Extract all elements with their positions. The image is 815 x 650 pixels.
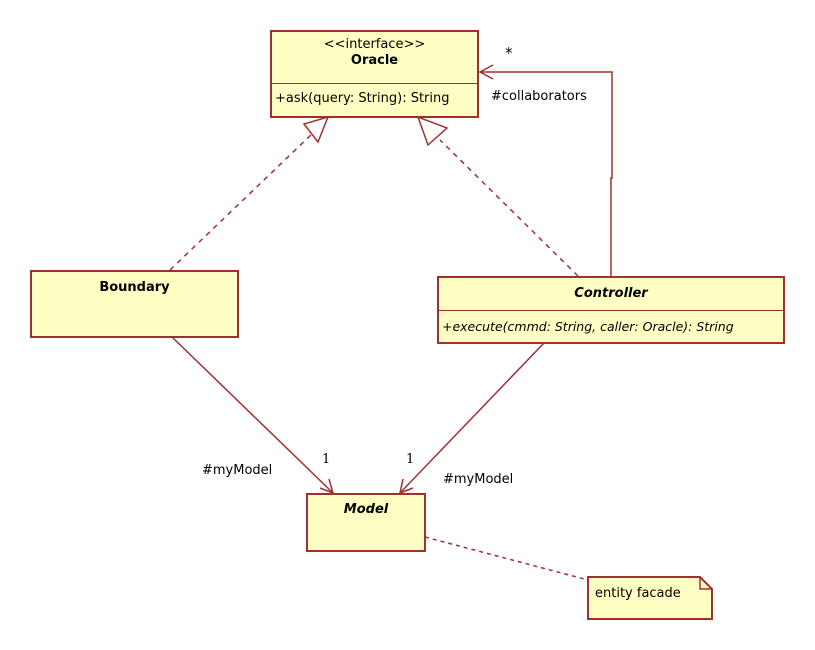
class-oracle[interactable]: <<interface>> Oracle +ask(query: String)…: [270, 30, 479, 118]
note-link-line: [424, 536, 589, 581]
collaborators-multiplicity: *: [505, 44, 513, 62]
model-name: Model: [343, 502, 389, 517]
collaborators-role: #collaborators: [491, 89, 587, 104]
oracle-name: Oracle: [350, 53, 399, 68]
class-boundary[interactable]: Boundary: [30, 270, 239, 338]
realization-boundary-oracle-line: [169, 132, 314, 271]
realization-controller-arrowhead: [416, 115, 449, 147]
association-boundary-model-line: [171, 336, 334, 494]
controller-separator: [439, 310, 783, 311]
controller-operation-execute: +execute(cmmd: String, caller: Oracle): …: [442, 319, 734, 334]
note-shape: [587, 576, 713, 620]
note-fold: [699, 577, 712, 590]
association-collaborators-arrowhead: [478, 64, 494, 80]
boundary-name: Boundary: [99, 280, 170, 295]
association-collaborators-line: [480, 71, 613, 276]
class-controller[interactable]: Controller +execute(cmmd: String, caller…: [437, 276, 785, 344]
controller-model-multiplicity: 1: [406, 452, 415, 467]
controller-name: Controller: [574, 286, 648, 301]
oracle-stereotype: <<interface>>: [323, 37, 426, 52]
boundary-model-multiplicity: 1: [322, 452, 331, 467]
association-controller-model-line: [399, 342, 545, 494]
oracle-separator: [272, 83, 477, 84]
note-entity-facade[interactable]: entity facade: [595, 586, 681, 601]
controller-model-role: #myModel: [443, 472, 514, 487]
realization-controller-oracle-line: [439, 139, 579, 277]
class-model[interactable]: Model: [306, 493, 426, 552]
oracle-operation-ask: +ask(query: String): String: [275, 91, 450, 106]
realization-boundary-arrowhead: [302, 115, 330, 144]
boundary-model-role: #myModel: [202, 463, 273, 478]
